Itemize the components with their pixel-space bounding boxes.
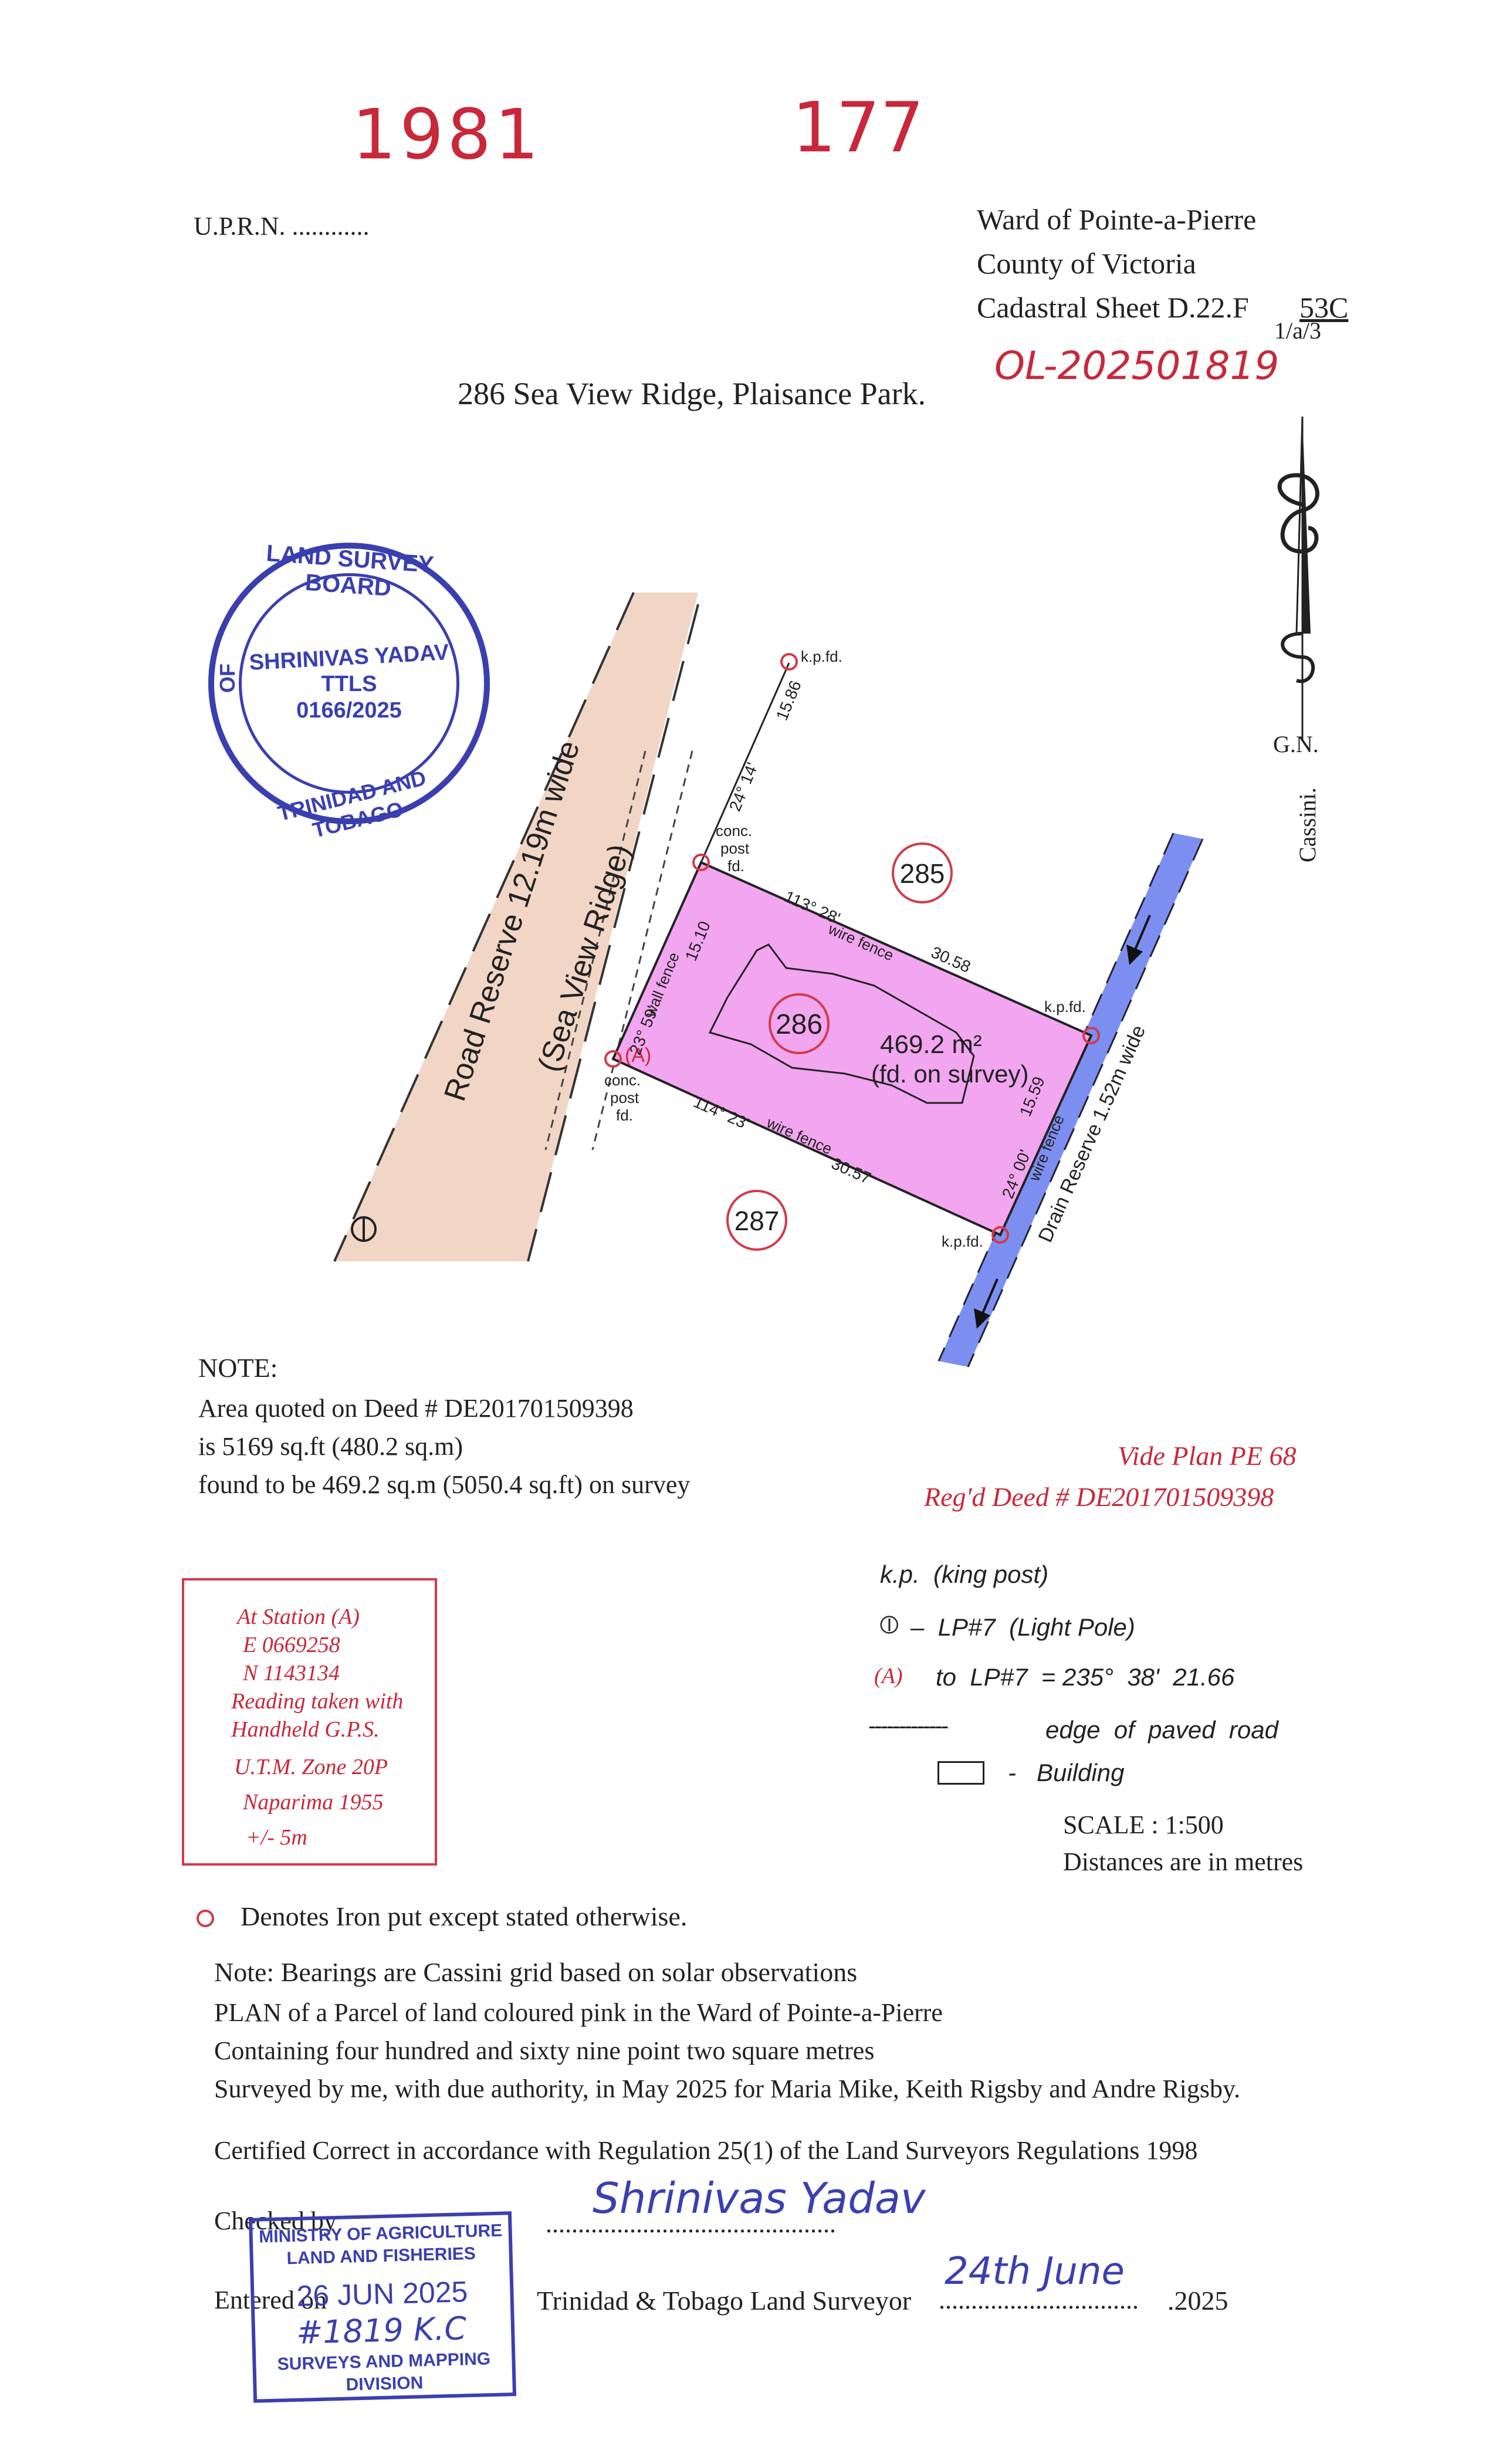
footer-containing: Containing four hundred and sixty nine p… [214, 2036, 875, 2065]
cadastral-denominator: 1/a/3 [1274, 317, 1321, 344]
legend-road: edge of paved road [1045, 1716, 1278, 1744]
ministry-hand: #1819 K.C [296, 2310, 467, 2351]
neighbour-287: 287 [735, 1206, 780, 1236]
legend-lp-symbol: ⦶ [880, 1610, 899, 1639]
hand-date: 24th June [945, 2250, 1125, 2293]
station-line2: E 0669258 [243, 1633, 340, 1657]
legend-kp: k.p. (king post) [880, 1561, 1049, 1588]
conc-top-3: fd. [727, 857, 744, 875]
area-note: (fd. on survey) [871, 1060, 1028, 1088]
station-line3: N 1143134 [243, 1661, 340, 1685]
pole-symbol: ⦶ [0, 0, 1, 1]
iron-note: Denotes Iron put except stated otherwise… [241, 1901, 688, 1931]
ministry-date: 26 JUN 2025 [296, 2275, 469, 2313]
area-value: 469.2 m² [880, 1030, 982, 1059]
checked-by: Checked by [214, 2206, 337, 2235]
legend-scale: SCALE : 1:500 [1063, 1810, 1224, 1839]
note-heading: NOTE: [198, 1353, 278, 1383]
conc-bot-2: post [610, 1089, 639, 1106]
parcel-286 [611, 861, 1093, 1237]
cadastral-sheet: Cadastral Sheet D.22.F [977, 291, 1249, 324]
cadastral-numerator: 53C [1299, 291, 1349, 324]
county: County of Victoria [977, 247, 1196, 280]
station-line5: Handheld G.P.S. [231, 1717, 380, 1742]
conc-bot-3: fd. [616, 1106, 633, 1124]
hand-plan-number: 177 [792, 87, 925, 168]
note-line2: is 5169 sq.ft (480.2 sq.m) [198, 1432, 463, 1461]
station-a-label: (A) [625, 1044, 651, 1067]
station-line4: Reading taken with [231, 1689, 404, 1714]
legend-a-symbol: (A) [874, 1664, 903, 1688]
road-reserve [334, 593, 698, 1261]
uprn: U.P.R.N. ............ [194, 212, 370, 241]
hand-file-number: 1981 [352, 94, 543, 175]
north-label: G.N. [1273, 731, 1319, 757]
neighbour-285: 285 [900, 858, 945, 889]
lot-number: 286 [776, 1009, 823, 1040]
ward: Ward of Pointe-a-Pierre [977, 203, 1257, 236]
iron-circle-icon [197, 1910, 214, 1927]
legend-building-symbol [937, 1761, 984, 1785]
signature-dots: ........................................… [546, 2209, 836, 2238]
address: 286 Sea View Ridge, Plaisance Park. [458, 376, 926, 411]
stamp-title: TTLS [321, 672, 377, 696]
kp-top-label: k.p.fd. [801, 648, 842, 665]
ministry-line3: SURVEYS AND MAPPING [277, 2349, 491, 2374]
north-arrow-icon [1277, 416, 1319, 739]
dist-upper: 15.86 [773, 678, 805, 723]
date-dots: ............................... [939, 2286, 1139, 2314]
vide-plan: Vide Plan PE 68 [1118, 1441, 1297, 1471]
ministry-stamp: MINISTRY OF AGRICULTURE LAND AND FISHERI… [248, 2211, 517, 2403]
station-box: At Station (A) E 0669258 N 1143134 Readi… [182, 1578, 437, 1866]
legend-lp: – LP#7 (Light Pole) [911, 1613, 1135, 1641]
footer-surveyed: Surveyed by me, with due authority, in M… [214, 2074, 1241, 2103]
building-outline [708, 943, 975, 1104]
land-survey-board-stamp: LAND SURVEY BOARD OF TRINIDAD AND TOBAGO… [208, 540, 490, 842]
ministry-line1: MINISTRY OF AGRICULTURE [258, 2221, 503, 2247]
bearing-upper: 24° 14' [726, 760, 761, 814]
footer-certified: Certified Correct in accordance with Reg… [214, 2136, 1198, 2165]
ministry-line4: DIVISION [346, 2373, 424, 2395]
hand-signature: Shrinivas Yadav [593, 2174, 926, 2223]
kp-bottom-label: k.p.fd. [942, 1233, 983, 1250]
regd-deed: Reg'd Deed # DE201701509398 [924, 1482, 1274, 1512]
station-line7: Naparima 1955 [243, 1790, 384, 1815]
station-line6: U.T.M. Zone 20P [234, 1755, 388, 1779]
date-year: .2025 [1167, 2286, 1228, 2316]
kp-right-label: k.p.fd. [1044, 998, 1086, 1016]
ministry-line2: LAND AND FISHERIES [286, 2243, 476, 2269]
note-line3: found to be 469.2 sq.m (5050.4 sq.ft) on… [198, 1470, 691, 1499]
hand-reference: OL-202501819 [994, 343, 1280, 388]
survey-plan: Road Reserve 12.19m wide (Sea View Ridge… [0, 0, 1204, 1368]
entered-on: Entered on [214, 2286, 327, 2314]
legend-road-dash: ------------- [868, 1713, 949, 1739]
legend-a-text: to LP#7 = 235° 38' 21.66 [936, 1663, 1235, 1691]
stamp-number: 0166/2025 [296, 698, 402, 723]
conc-bot-1: conc. [604, 1071, 641, 1089]
legend-distances: Distances are in metres [1063, 1847, 1304, 1876]
conc-top-1: conc. [716, 822, 752, 840]
station-line1: At Station (A) [237, 1605, 360, 1629]
conc-top-2: post [720, 840, 750, 857]
surveyor-label: Trinidad & Tobago Land Surveyor [537, 2286, 912, 2316]
drain-reserve [939, 833, 1203, 1367]
note-line1: Area quoted on Deed # DE201701509398 [198, 1394, 634, 1423]
station-line8: +/- 5m [246, 1825, 307, 1850]
footer-plan-of: PLAN of a Parcel of land coloured pink i… [214, 1998, 943, 2027]
footer-bearings: Note: Bearings are Cassini grid based on… [214, 1957, 858, 1987]
legend-building: - Building [1008, 1759, 1125, 1786]
